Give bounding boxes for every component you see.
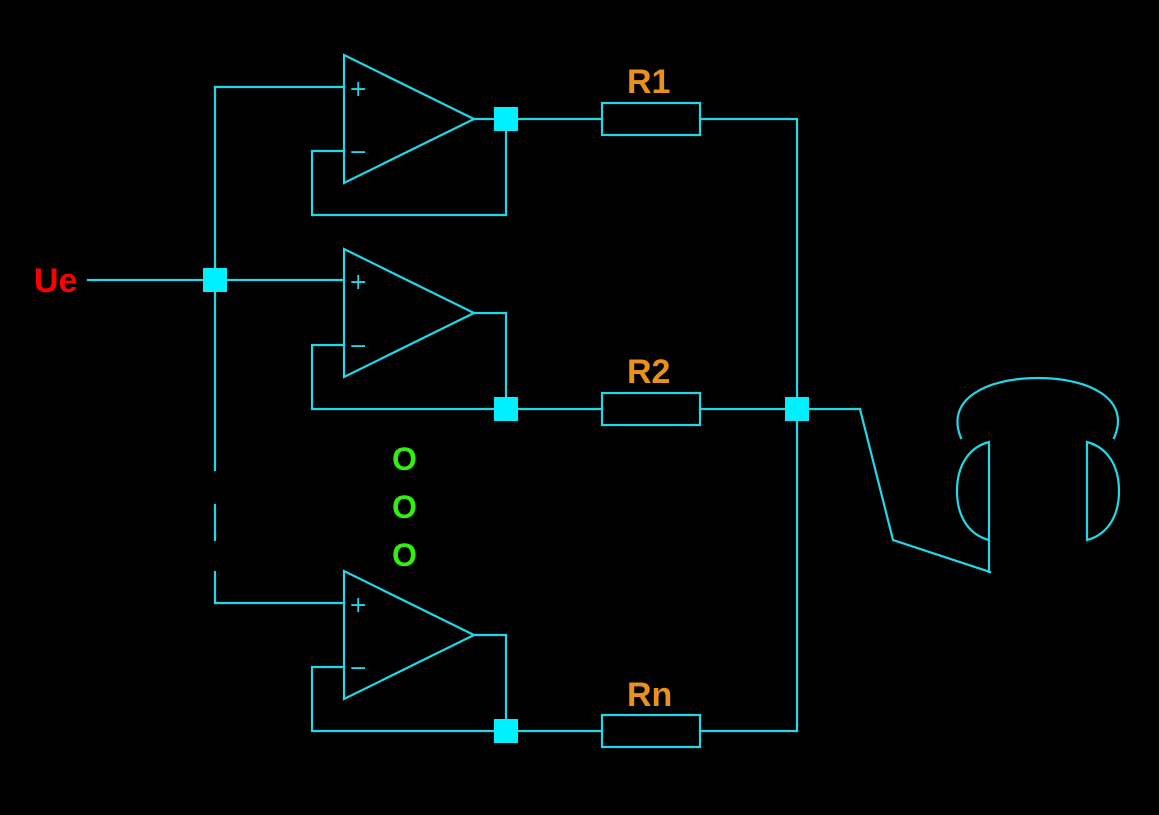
headphone-band [956, 376, 1120, 440]
opamp1-feedback [310, 117, 508, 217]
headphone-cable [858, 407, 992, 574]
rn-label: Rn [627, 676, 672, 714]
opampn-output-wire [472, 633, 508, 733]
opampn-feedback [310, 665, 604, 733]
node-input [203, 268, 227, 292]
opamp-signs: + − + − + − [349, 77, 367, 681]
labels: Ue R1 R2 Rn O O O [34, 63, 672, 714]
r2-label: R2 [627, 353, 670, 391]
junction-nodes [203, 107, 809, 743]
opamp2-output-wire [472, 311, 508, 411]
opampn-plus-sign: + [349, 593, 367, 618]
headphone-left-cup [955, 440, 991, 542]
continuation-dot-2: O [392, 489, 417, 525]
continuation-dot-1: O [392, 441, 417, 477]
headphone-right-cup [1085, 440, 1121, 542]
opamp2-minus-sign: − [349, 334, 367, 359]
opamp-2 [342, 247, 477, 379]
opamps [342, 53, 477, 701]
r1-label: R1 [627, 63, 670, 101]
opamp2-plus-sign: + [349, 270, 367, 295]
opampn-minus-sign: − [349, 656, 367, 681]
node-opamp1-out [494, 107, 518, 131]
r1-to-sum-wire [698, 117, 799, 733]
resistor-r1 [600, 101, 702, 137]
continuation-dot-3: O [392, 537, 417, 573]
node-opamp2-out [494, 397, 518, 421]
resistor-rn [600, 713, 702, 749]
opamp2-feedback [310, 343, 604, 411]
opamp-n [342, 569, 477, 701]
headphones-icon [955, 376, 1121, 574]
opamp1-plus-sign: + [349, 77, 367, 102]
opamp1-minus-sign: − [349, 140, 367, 165]
resistor-r2 [600, 391, 702, 427]
input-label: Ue [34, 262, 77, 300]
node-sum [785, 397, 809, 421]
resistors [600, 101, 702, 749]
wiring [86, 85, 992, 733]
node-opampn-out [494, 719, 518, 743]
opamp-1 [342, 53, 477, 185]
